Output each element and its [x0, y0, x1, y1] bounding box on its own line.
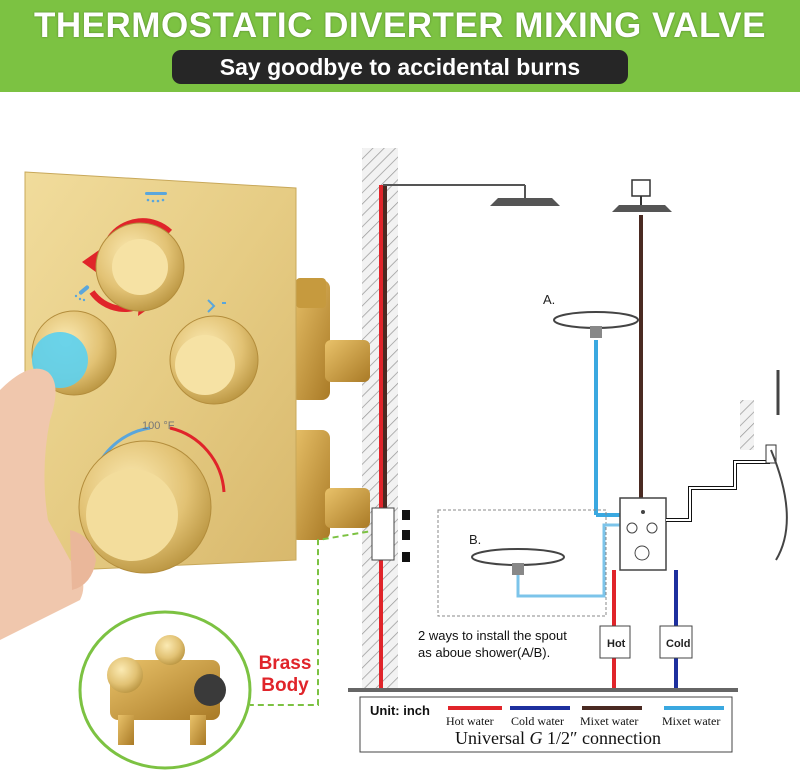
hot-label: Hot — [607, 638, 626, 650]
legend-mixed-water-spout: Mixet water — [662, 714, 721, 728]
legend-mixed-water: Mixet water — [580, 714, 639, 728]
spout-note-line1: 2 ways to install the spout — [418, 628, 567, 643]
rain-shower-icon — [145, 192, 167, 203]
piping-diagram — [348, 179, 788, 692]
page-title: THERMOSTATIC DIVERTER MIXING VALVE — [34, 6, 766, 45]
thermostat-knob-face — [86, 469, 178, 561]
brass-body-label: Brass Body — [258, 653, 312, 696]
product-illustration — [0, 148, 788, 770]
option-a-label: A. — [543, 292, 556, 307]
spout-icon — [207, 299, 226, 313]
temperature-label: 100 °F — [142, 420, 175, 432]
header-banner: THERMOSTATIC DIVERTER MIXING VALVE Say g… — [0, 0, 800, 92]
subtitle-badge: Say goodbye to accidental burns — [172, 50, 628, 84]
connection-prefix: Universal — [455, 728, 530, 748]
finger-illustration — [0, 368, 96, 640]
unit-label: Unit: inch — [370, 703, 430, 718]
spout-note-line2: as aboue shower(A/B). — [418, 645, 551, 660]
connection-symbol: G — [529, 728, 543, 748]
legend-hot-water: Hot water — [446, 714, 494, 728]
connection-note: Universal G 1/2″ connection — [455, 728, 661, 749]
diverter-knob-right-face — [175, 335, 235, 395]
hand-shower-icon — [74, 285, 90, 302]
cold-label: Cold — [666, 638, 691, 650]
brass-valve-body — [290, 278, 370, 540]
diverter-knob-top-face — [112, 239, 168, 295]
temperature-arc-hot — [169, 426, 226, 493]
option-b-label: B. — [469, 532, 482, 547]
wall-section-right — [740, 400, 754, 450]
callout-leader — [250, 529, 379, 706]
connection-suffix: 1/2″ connection — [542, 728, 661, 748]
brass-body-photo — [78, 610, 252, 770]
legend-cold-water: Cold water — [511, 714, 564, 728]
